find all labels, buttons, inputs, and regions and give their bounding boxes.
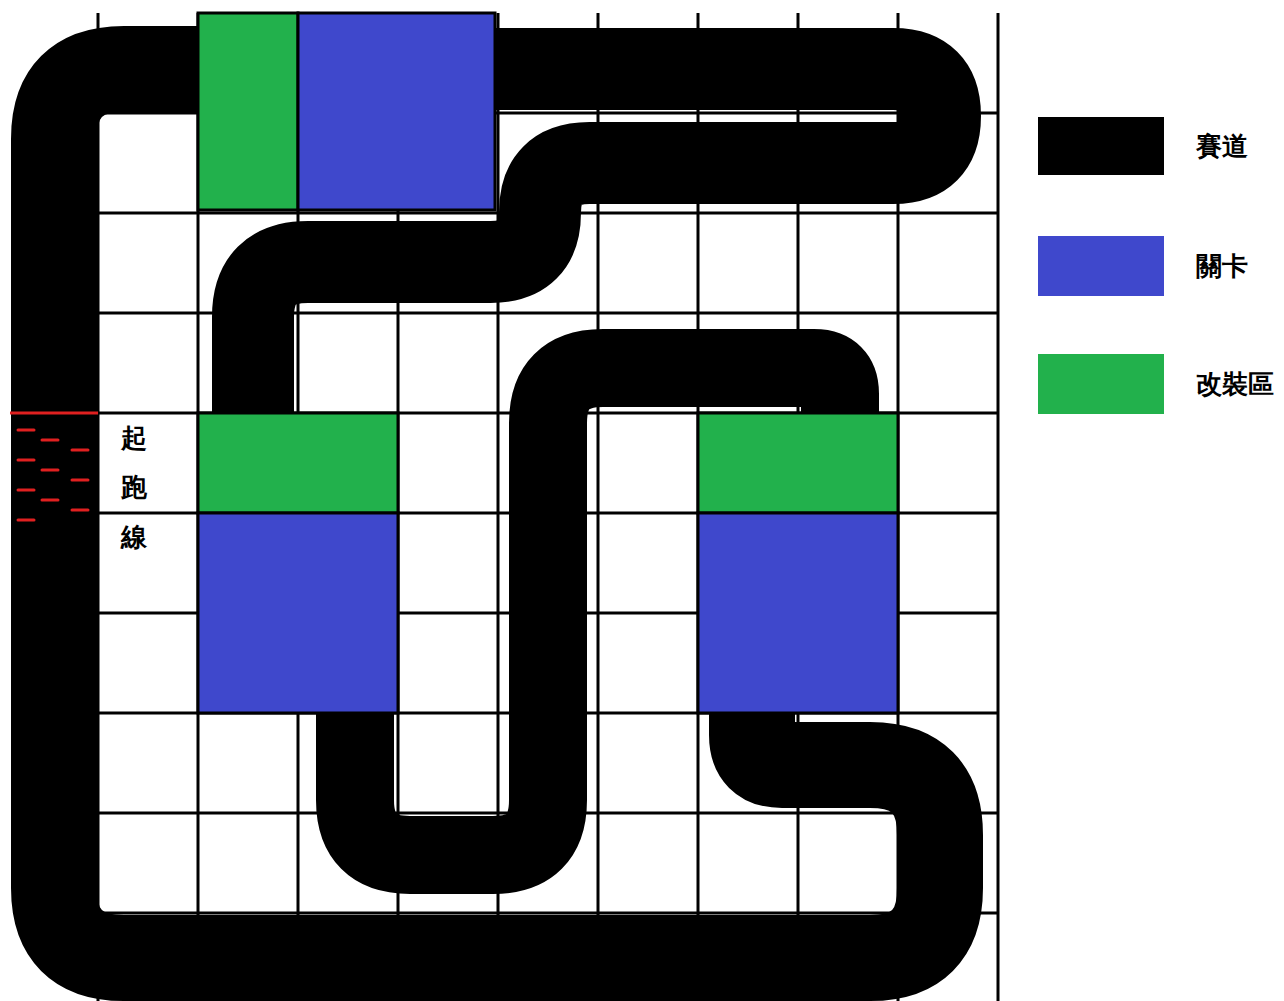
upgrade-zone	[198, 13, 298, 210]
start-line-dash	[18, 429, 34, 432]
grid-lines	[98, 13, 998, 1001]
start-line-dash	[18, 519, 34, 522]
start-line-dash	[18, 459, 34, 462]
legend-label: 關卡	[1196, 249, 1248, 284]
start-line-dash	[42, 499, 58, 502]
legend-swatch	[1038, 236, 1164, 296]
start-line-dash	[72, 449, 88, 452]
stage-block	[198, 513, 398, 713]
track-blocks	[198, 13, 898, 713]
start-line	[10, 413, 98, 520]
track-segment	[54, 69, 940, 958]
upgrade-zone	[698, 413, 898, 513]
race-track	[54, 69, 940, 958]
start-line-label: 起跑線	[121, 414, 147, 562]
upgrade-zone	[198, 413, 398, 513]
start-line-dash	[18, 489, 34, 492]
start-line-dash	[72, 479, 88, 482]
grid-line	[997, 13, 1000, 1001]
start-line-dash	[42, 469, 58, 472]
start-line-mark	[10, 412, 98, 415]
stage-block	[698, 513, 898, 713]
grid-line	[98, 912, 998, 915]
start-line-dash	[42, 439, 58, 442]
legend-swatch	[1038, 354, 1164, 414]
legend-label: 賽道	[1196, 129, 1248, 164]
start-line-dash	[72, 509, 88, 512]
stage-block	[298, 13, 495, 210]
legend-swatch	[1038, 117, 1164, 175]
legend-label: 改裝區	[1196, 367, 1274, 402]
